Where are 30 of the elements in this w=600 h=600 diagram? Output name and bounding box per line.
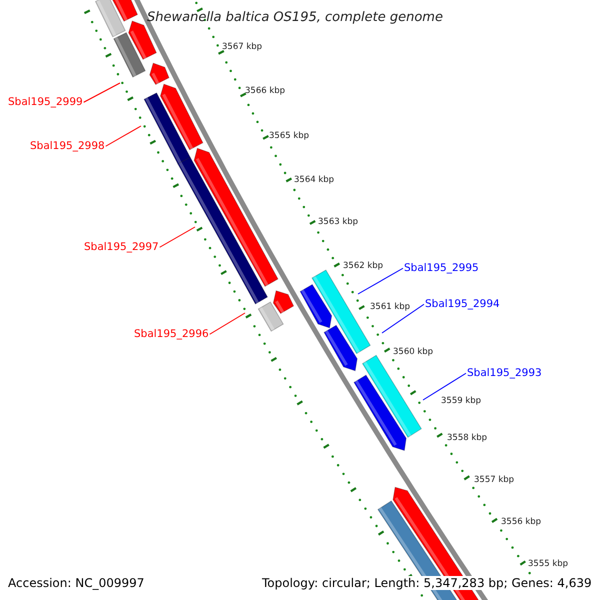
leader-line <box>209 312 246 335</box>
leader-line <box>159 226 196 248</box>
tick-label: 3567 kbp <box>222 43 262 52</box>
tick-label: 3565 kbp <box>269 132 310 140</box>
leader-line <box>105 126 142 147</box>
title: Shewanella baltica OS195, complete genome <box>147 11 443 24</box>
tick-label: 3566 kbp <box>245 87 286 96</box>
tick-label: 3559 kbp <box>441 397 482 406</box>
gene-label: Sbal195_2999 <box>8 97 83 108</box>
tick-label: 3558 kbp <box>447 434 488 442</box>
leader-line <box>83 82 120 103</box>
tick-label: 3562 kbp <box>343 262 384 270</box>
info-text: Topology: circular; Length: 5,347,283 bp; Genes: 4,639 <box>262 576 592 590</box>
leader-line <box>422 372 466 400</box>
tick-label: 3560 kbp <box>393 348 434 356</box>
tick-label: 3556 kbp <box>501 518 542 526</box>
tick-label: 3555 kbp <box>528 560 568 568</box>
gene-label: Sbal195_2998 <box>30 141 105 152</box>
tick-label: 3561 kbp <box>370 303 410 312</box>
gene-label: Sbal195_2994 <box>425 299 500 310</box>
gene-label: Sbal195_2997 <box>84 242 159 252</box>
info-text: Accession: NC_009997 <box>8 576 144 590</box>
leader-line <box>358 268 404 294</box>
gene-label: Sbal195_2993 <box>467 368 542 378</box>
tick-label: 3564 kbp <box>294 176 334 184</box>
tick-label: 3563 kbp <box>318 218 358 226</box>
gene-label: Sbal195_2996 <box>134 329 209 340</box>
gene-label: Sbal195_2995 <box>404 263 479 274</box>
leader-line <box>382 304 424 334</box>
tick-label: 3557 kbp <box>474 476 514 484</box>
